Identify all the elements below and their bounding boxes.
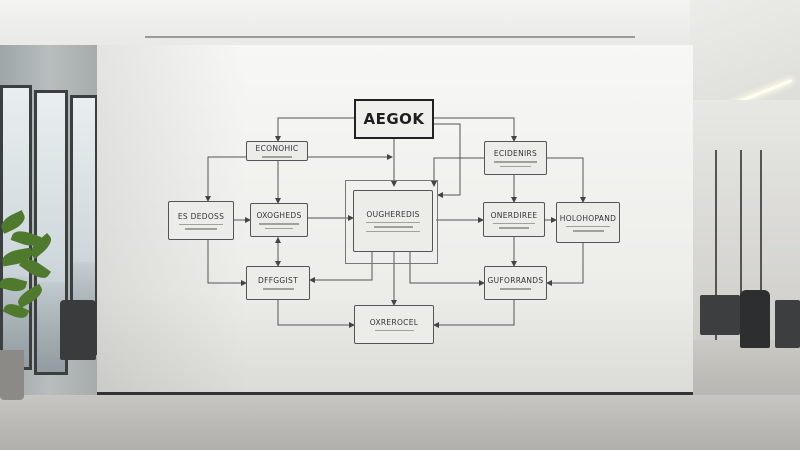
connector-arrow (546, 243, 584, 286)
office-chair (740, 290, 770, 348)
center-frame (345, 180, 438, 264)
ceiling-light-slot (145, 36, 635, 38)
flow-box-mid-left-inner: OXOGHEDS (250, 203, 308, 237)
glass-partition (740, 150, 742, 350)
flow-box-label: OUGHEREDIS (366, 209, 420, 219)
connector-arrow (207, 240, 247, 286)
connector-arrow (275, 117, 354, 142)
connector-arrow (431, 157, 484, 187)
flow-box-bottom-right: GUFORRANDS (484, 266, 547, 300)
flow-box-mid-right-inner: ONERDIREE (483, 202, 545, 237)
connector-arrow (547, 157, 586, 203)
flow-box-label: HOLOHOPAND (559, 213, 617, 223)
connector-arrow (434, 123, 461, 198)
floor (0, 395, 800, 450)
flow-box-label: ONERDIREE (490, 210, 538, 220)
flow-box-label: OXOGHEDS (256, 211, 302, 220)
connector-arrow (434, 117, 517, 142)
office-desk (700, 295, 740, 335)
connector-arrow (277, 300, 355, 328)
diagram-title: AEGOK (363, 110, 425, 128)
flow-box-label: GUFORRANDS (487, 276, 544, 286)
diagram-title-box: AEGOK (354, 99, 434, 139)
flow-box-label: ECIDENIRS (493, 149, 538, 158)
flow-box-mid-left-outer: ES DEDOSS (168, 201, 234, 240)
flow-box-label: DFFGGIST (258, 276, 298, 286)
connector-arrow (205, 156, 247, 202)
plant-pot (0, 350, 24, 400)
flow-box-label: ECONOHIC (255, 144, 299, 154)
flow-box-mid-right-outer: HOLOHOPAND (556, 202, 620, 243)
office-desk (775, 300, 800, 348)
floor-right (693, 340, 800, 400)
glass-partition (715, 150, 717, 350)
flow-box-bottom-left: DFFGGIST (246, 266, 310, 300)
office-chair (60, 300, 96, 360)
flow-box-center: OUGHEREDIS (353, 190, 433, 252)
connector-arrow (409, 252, 485, 286)
wall-baseboard (97, 392, 693, 396)
flow-box-label: OXREROCEL (369, 317, 419, 327)
flow-box-bottom-center: OXREROCEL (354, 305, 434, 344)
connector-arrow (433, 300, 515, 328)
glass-partition (760, 150, 762, 350)
flow-box-label: ES DEDOSS (177, 211, 225, 221)
flow-box-top-left: ECONOHIC (246, 141, 308, 161)
flow-box-top-right: ECIDENIRS (484, 141, 547, 175)
connector-arrow (309, 252, 373, 283)
